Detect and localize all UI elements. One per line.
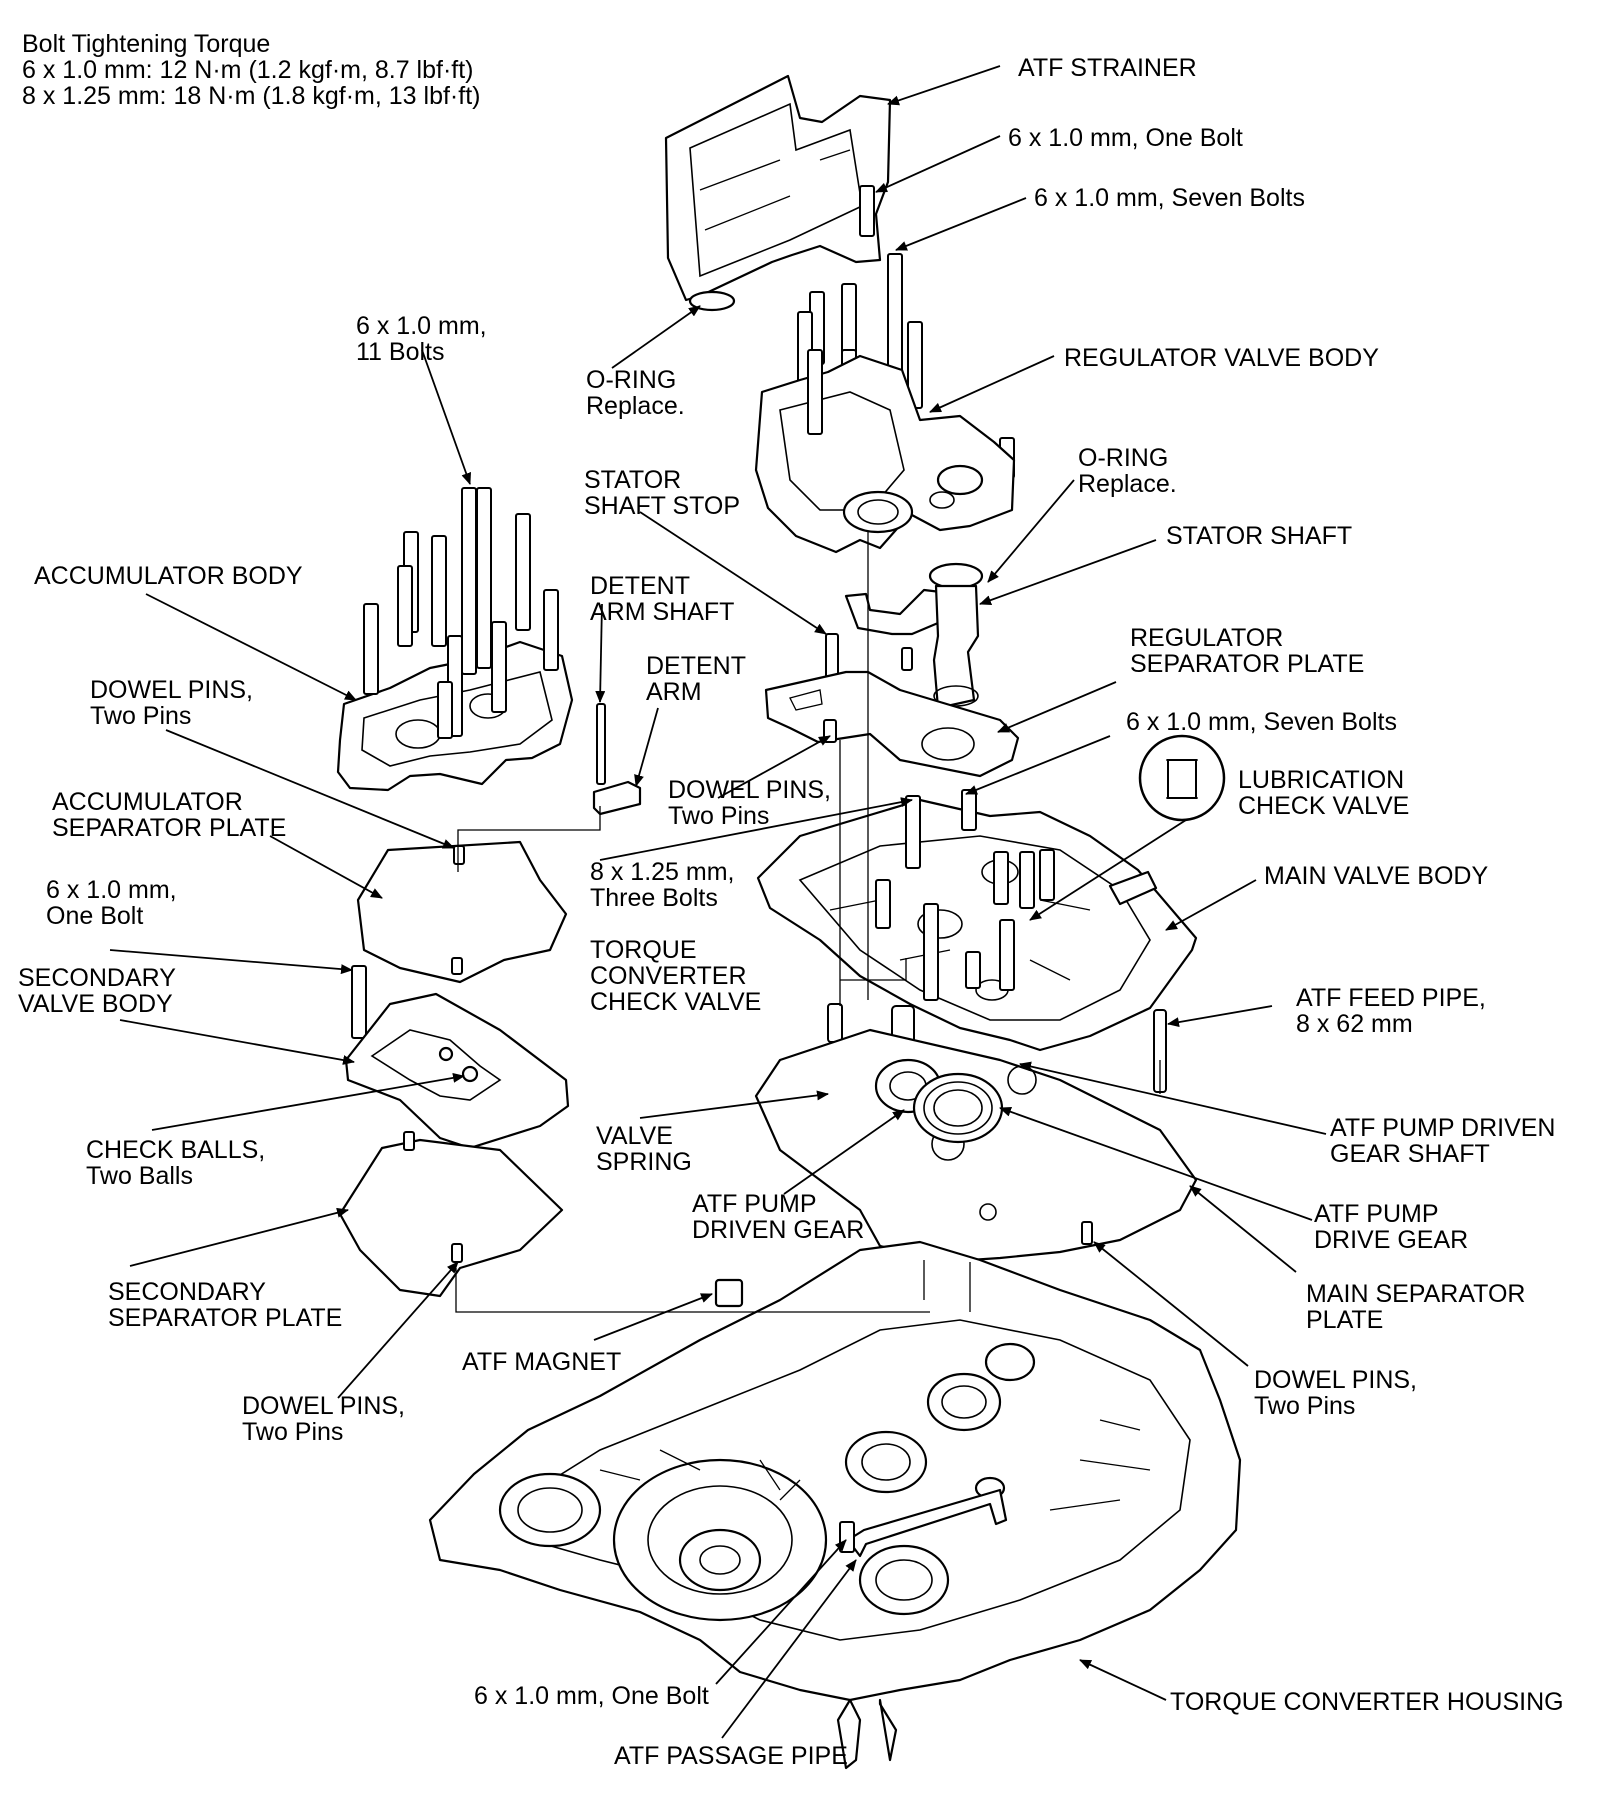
lubrication-check-valve-callout	[1138, 734, 1226, 822]
label-accum-sep-line1: ACCUMULATOR	[52, 788, 243, 816]
label-dowel-top-left-line2: Two Pins	[90, 702, 191, 730]
atf-pump-gears-part	[874, 1058, 1004, 1144]
label-dowel-mid-line1: DOWEL PINS,	[668, 776, 831, 804]
label-bolt-seven-top: 6 x 1.0 mm, Seven Bolts	[1034, 184, 1305, 212]
label-detent-shaft-line2: ARM SHAFT	[590, 598, 734, 626]
label-bolt-one-bottom: 6 x 1.0 mm, One Bolt	[474, 1682, 709, 1710]
label-tc-check-line1: TORQUE	[590, 936, 697, 964]
label-bolt-seven-mid: 6 x 1.0 mm, Seven Bolts	[1126, 708, 1397, 736]
torque-spec: Bolt Tightening Torque 6 x 1.0 mm: 12 N·…	[22, 30, 480, 110]
label-three-bolts-line2: Three Bolts	[590, 884, 718, 912]
label-tc-housing: TORQUE CONVERTER HOUSING	[1170, 1688, 1564, 1716]
label-accumulator-body: ACCUMULATOR BODY	[34, 562, 303, 590]
atf-strainer-part	[664, 74, 892, 312]
callout-labels: ATF STRAINER 6 x 1.0 mm, One Bolt 6 x 1.…	[18, 54, 1564, 1770]
label-stator-stop-line2: SHAFT STOP	[584, 492, 740, 520]
label-dowel-bottom-left-line1: DOWEL PINS,	[242, 1392, 405, 1420]
label-reg-sep-line1: REGULATOR	[1130, 624, 1283, 652]
label-11-bolts-line2: 11 Bolts	[356, 338, 444, 366]
label-feed-pipe-line2: 8 x 62 mm	[1296, 1010, 1413, 1038]
label-oring-right-line2: Replace.	[1078, 470, 1177, 498]
label-dowel-top-left-line1: DOWEL PINS,	[90, 676, 253, 704]
alignment-lines	[455, 532, 1161, 1313]
label-tc-check-line2: CONVERTER	[590, 962, 747, 990]
label-bolt-one-top: 6 x 1.0 mm, One Bolt	[1008, 124, 1243, 152]
label-stator-shaft: STATOR SHAFT	[1166, 522, 1352, 550]
secondary-valve-body-bolt	[351, 965, 367, 1039]
label-detent-arm-line2: ARM	[646, 678, 702, 706]
main-valve-body-part	[756, 789, 1198, 1052]
label-lube-line1: LUBRICATION	[1238, 766, 1404, 794]
label-oring-left-line1: O-RING	[586, 366, 676, 394]
detent-arm-part	[592, 703, 642, 816]
regulator-separator-plate-part	[764, 670, 1020, 778]
label-dowel-mid-line2: Two Pins	[668, 802, 769, 830]
main-separator-plate-part	[754, 1028, 1198, 1264]
accumulator-body-part	[336, 487, 574, 792]
label-check-balls-line1: CHECK BALLS,	[86, 1136, 265, 1164]
label-dowel-bottom-left-line2: Two Pins	[242, 1418, 343, 1446]
torque-line-2: 8 x 1.25 mm: 18 N·m (1.8 kgf·m, 13 lbf·f…	[22, 82, 480, 110]
label-bolt-one-left-line2: One Bolt	[46, 902, 143, 930]
regulator-valve-body-part	[754, 349, 1016, 554]
label-three-bolts-line1: 8 x 1.25 mm,	[590, 858, 735, 886]
label-bolt-one-left-line1: 6 x 1.0 mm,	[46, 876, 177, 904]
torque-heading: Bolt Tightening Torque	[22, 30, 270, 58]
secondary-valve-body-part	[344, 992, 570, 1150]
label-valve-spring-line1: VALVE	[596, 1122, 673, 1150]
label-sec-valve-line2: VALVE BODY	[18, 990, 173, 1018]
label-dowel-bottom-right-line1: DOWEL PINS,	[1254, 1366, 1417, 1394]
label-accum-sep-line2: SEPARATOR PLATE	[52, 814, 286, 842]
label-detent-shaft-line1: DETENT	[590, 572, 690, 600]
torque-converter-housing-part	[428, 1240, 1242, 1770]
atf-magnet-part	[714, 1278, 744, 1308]
label-regulator-valve-body: REGULATOR VALVE BODY	[1064, 344, 1379, 372]
label-lube-line2: CHECK VALVE	[1238, 792, 1409, 820]
label-atf-strainer: ATF STRAINER	[1018, 54, 1197, 82]
label-oring-right-line1: O-RING	[1078, 444, 1168, 472]
label-main-valve-body: MAIN VALVE BODY	[1264, 862, 1488, 890]
leader-lines	[109, 65, 1327, 1739]
label-oring-left-line2: Replace.	[586, 392, 685, 420]
label-check-balls-line2: Two Balls	[86, 1162, 193, 1190]
label-pump-shaft-line1: ATF PUMP DRIVEN	[1330, 1114, 1556, 1142]
label-pump-driven-line2: DRIVEN GEAR	[692, 1216, 864, 1244]
secondary-separator-plate-part	[338, 1131, 564, 1298]
label-sec-sep-line1: SECONDARY	[108, 1278, 266, 1306]
label-sec-sep-line2: SEPARATOR PLATE	[108, 1304, 342, 1332]
label-pump-shaft-line2: GEAR SHAFT	[1330, 1140, 1490, 1168]
label-feed-pipe-line1: ATF FEED PIPE,	[1296, 984, 1486, 1012]
label-dowel-bottom-right-line2: Two Pins	[1254, 1392, 1355, 1420]
label-atf-passage-pipe: ATF PASSAGE PIPE	[614, 1742, 848, 1770]
label-atf-magnet: ATF MAGNET	[462, 1348, 621, 1376]
label-reg-sep-line2: SEPARATOR PLATE	[1130, 650, 1364, 678]
label-tc-check-line3: CHECK VALVE	[590, 988, 761, 1016]
label-valve-spring-line2: SPRING	[596, 1148, 692, 1176]
label-main-sep-line2: PLATE	[1306, 1306, 1383, 1334]
accumulator-separator-plate-part	[356, 840, 568, 984]
torque-line-1: 6 x 1.0 mm: 12 N·m (1.2 kgf·m, 8.7 lbf·f…	[22, 56, 474, 84]
label-pump-drive-line2: DRIVE GEAR	[1314, 1226, 1468, 1254]
label-pump-drive-line1: ATF PUMP	[1314, 1200, 1439, 1228]
label-detent-arm-line1: DETENT	[646, 652, 746, 680]
label-pump-driven-line1: ATF PUMP	[692, 1190, 817, 1218]
label-sec-valve-line1: SECONDARY	[18, 964, 176, 992]
label-main-sep-line1: MAIN SEPARATOR	[1306, 1280, 1525, 1308]
label-stator-stop-line1: STATOR	[584, 466, 681, 494]
label-11-bolts-line1: 6 x 1.0 mm,	[356, 312, 487, 340]
